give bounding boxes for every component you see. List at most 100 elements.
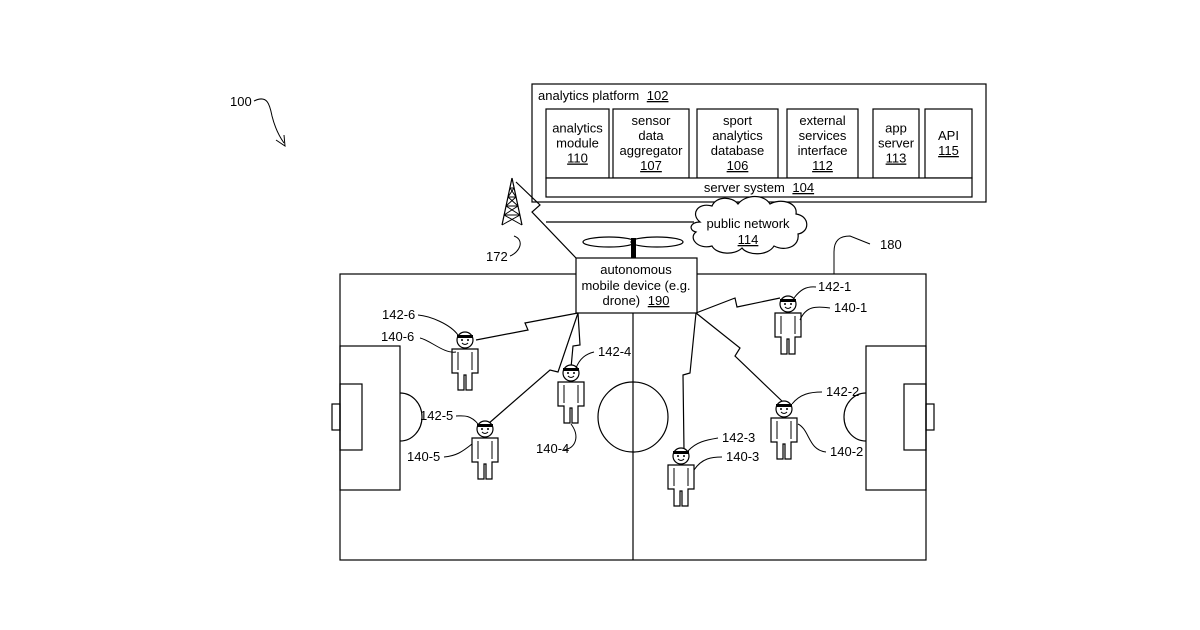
player-body — [668, 465, 694, 506]
player-140-3: 142-3 140-3 — [668, 430, 759, 506]
module-label: database — [711, 143, 765, 158]
drone-line-2: mobile device (e.g. — [581, 278, 690, 293]
player-eye-left — [780, 408, 782, 410]
player-eye-left — [481, 428, 483, 430]
player-body — [771, 418, 797, 459]
analytics-platform-label: analytics platform — [538, 88, 639, 103]
player-140-6: 142-6 140-6 — [381, 307, 478, 390]
player-eye-right — [683, 455, 685, 457]
player-eye-left — [677, 455, 679, 457]
link-142-6 — [476, 313, 578, 340]
module-label: app — [885, 121, 907, 136]
module-label: interface — [798, 143, 848, 158]
sensor-ref-label: 142-1 — [818, 279, 851, 294]
server-system-text: server system 104 — [704, 180, 814, 195]
player-140-4: 142-4 140-4 — [536, 344, 631, 456]
tower-lattice — [502, 188, 522, 225]
player-eye-right — [487, 428, 489, 430]
left-goal — [332, 404, 340, 430]
module-ref: 113 — [886, 151, 907, 166]
sensor-leader — [576, 352, 594, 368]
analytics-platform: analytics platform 102 analyticsmodule11… — [532, 84, 986, 202]
module-ref: 112 — [812, 158, 833, 173]
player-eye-left — [461, 339, 463, 341]
player-140-2: 142-2 140-2 — [771, 384, 863, 459]
drone-line-1: autonomous — [600, 262, 672, 277]
sensor-headband — [673, 451, 689, 454]
drone-rotor-right — [631, 237, 683, 247]
analytics-platform-ref: 102 — [647, 88, 669, 103]
player-eye-right — [786, 408, 788, 410]
player-eye-right — [790, 303, 792, 305]
player-ref-label: 140-4 — [536, 441, 569, 456]
figure-ref-leader — [254, 99, 284, 143]
sensor-ref-label: 142-5 — [420, 408, 453, 423]
module-label: aggregator — [620, 143, 684, 158]
player-body — [452, 349, 478, 390]
sensor-headband — [776, 404, 792, 407]
right-penalty-area — [866, 346, 926, 490]
public-network-ref: 114 — [738, 232, 759, 247]
player-ref-label: 140-3 — [726, 449, 759, 464]
player-body — [472, 438, 498, 479]
player-head — [673, 448, 689, 464]
sensor-ref-label: 142-6 — [382, 307, 415, 322]
player-ref-label: 140-6 — [381, 329, 414, 344]
left-penalty-arc — [400, 393, 422, 441]
link-142-1 — [696, 298, 780, 313]
analytics-platform-title: analytics platform 102 — [538, 88, 668, 103]
player-eye-right — [467, 339, 469, 341]
field-ref-leader — [834, 236, 870, 274]
module-label: data — [638, 128, 664, 143]
sensor-leader — [418, 315, 458, 335]
server-system-ref: 104 — [792, 180, 814, 195]
sensor-ref-label: 142-2 — [826, 384, 859, 399]
drone-ref: 190 — [648, 293, 670, 308]
public-network-cloud: public network 114 — [691, 197, 807, 254]
sensor-headband — [477, 424, 493, 427]
tower-ref-label: 172 — [486, 249, 508, 264]
sensor-ref-label: 142-3 — [722, 430, 755, 445]
field-ref-label: 180 — [880, 237, 902, 252]
player-ref-label: 140-5 — [407, 449, 440, 464]
sensor-leader — [794, 287, 816, 298]
sensor-ref-label: 142-4 — [598, 344, 631, 359]
player-140-1: 142-1 140-1 — [775, 279, 867, 354]
module-label: services — [799, 128, 847, 143]
module-ref: 110 — [567, 151, 588, 166]
player-head — [776, 401, 792, 417]
module-ref: 107 — [640, 158, 662, 173]
player-leader — [798, 424, 826, 452]
sensor-headband — [780, 299, 796, 302]
player-eye-right — [573, 372, 575, 374]
right-goal — [926, 404, 934, 430]
sensor-wireless-links — [476, 298, 784, 450]
drone: autonomous mobile device (e.g. drone) 19… — [576, 237, 697, 313]
player-head — [780, 296, 796, 312]
right-goal-area — [904, 384, 926, 450]
module-label: sensor — [631, 113, 671, 128]
left-goal-area — [340, 384, 362, 450]
module-label: sport — [723, 113, 752, 128]
module-ref: 106 — [727, 158, 749, 173]
player-eye-left — [784, 303, 786, 305]
player-leader — [420, 338, 456, 352]
drone-mast — [631, 238, 636, 258]
player-leader — [694, 457, 722, 470]
module-label: external — [799, 113, 845, 128]
sensor-leader — [456, 416, 478, 424]
player-ref-label: 140-2 — [830, 444, 863, 459]
sensor-headband — [563, 368, 579, 371]
left-penalty-area — [340, 346, 400, 490]
server-system-label: server system — [704, 180, 785, 195]
module-ref: 115 — [938, 143, 959, 158]
player-leader — [444, 444, 472, 457]
player-body — [558, 382, 584, 423]
public-network-label: public network — [706, 216, 790, 231]
drone-rotor-left — [583, 237, 635, 247]
player-leader — [800, 307, 830, 320]
link-142-2 — [696, 313, 784, 403]
player-head — [457, 332, 473, 348]
player-ref-label: 140-1 — [834, 300, 867, 315]
module-label: API — [938, 128, 959, 143]
